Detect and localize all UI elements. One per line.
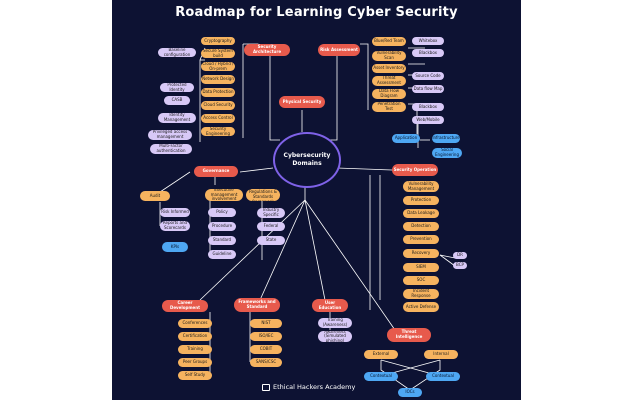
web-mobile-node: Web/Mobile [412, 116, 444, 124]
training-awareness-node: Training (Awareness) [318, 318, 352, 328]
footer-text: Ethical Hackers Academy [273, 383, 356, 391]
sa-item-secure-system-build: Secure System build [201, 49, 235, 58]
kpis-node: KPIs [162, 242, 188, 252]
nist-node: NIST [250, 319, 282, 328]
dr-node: DR [453, 252, 467, 259]
sa-item-cryptography: Cryptography [201, 37, 235, 45]
career-development-node: Career Development [162, 300, 208, 312]
frameworks-standard-node: Frameworks and Standard [234, 298, 280, 312]
footer-brand: Ethical Hackers Academy [262, 383, 355, 391]
federal-node: Federal [257, 222, 285, 231]
sans-csc-node: SANS/CSC [250, 358, 282, 367]
baseline-configuration-node: Baseline configuration [158, 48, 196, 57]
whitebox-node: Whitebox [412, 37, 444, 45]
contextual-right-node: Contextual [426, 372, 460, 381]
conferences-node: Conferences [178, 319, 212, 328]
blackbox-node: Blackbox [412, 49, 444, 57]
awareness-simulated-node: Awareness (Simulated phishing) [318, 331, 352, 342]
training-node: Training [178, 345, 212, 354]
application-node: Application [392, 134, 420, 143]
ra-item-vulnerability-scan: Vulnerability Scan [372, 51, 406, 61]
soc-node: SOC [403, 276, 439, 285]
sa-item-data-protection: Data Protection [201, 88, 235, 97]
iocs-node: IOCs [398, 388, 422, 397]
siem-node: SIEM [403, 263, 439, 272]
bcp-node: BCP [453, 262, 467, 269]
cobit-node: COBIT [250, 345, 282, 354]
external-node: External [364, 350, 398, 359]
sa-item-network-design: Network Design [201, 75, 235, 84]
social-engineering-node: Social Engineering [432, 148, 462, 158]
mfa-node: Multi-Factor authentication [150, 144, 192, 154]
internal-node: Internal [424, 350, 458, 359]
active-defense-node: Active Defense [403, 302, 439, 312]
source-code-node: Source Code [412, 72, 444, 80]
sa-item-cloud-hybrid: Cloud / Hybrid / On-prem [201, 62, 235, 71]
infrastructure-node: Infrastructure [432, 134, 460, 143]
vulnerability-management-node: Vulnerability Management [403, 181, 439, 192]
sa-item-cloud-security: Cloud Security [201, 101, 235, 110]
risk-informed-node: Risk Informed [160, 208, 190, 217]
risk-assessment-node: Risk Assessment [318, 44, 360, 56]
security-operation-node: Security Operation [392, 164, 438, 176]
standard-node: Standard [208, 236, 236, 245]
detection-node: Detection [403, 222, 439, 231]
policy-node: Policy [208, 208, 236, 217]
data-leakage-node: Data Leakage [403, 209, 439, 218]
privileged-access-node: Privileged access management [148, 130, 192, 140]
self-study-node: Self Study [178, 371, 212, 380]
protected-identity-node: Protected Identity [160, 83, 194, 92]
incident-response-node: Incident Response [403, 289, 439, 299]
audit-node: Audit [140, 191, 170, 201]
ra-item-asset-inventory: Asset Inventory [372, 64, 406, 73]
guideline-node: Guideline [208, 250, 236, 259]
ra-item-threat-assessment: Threat Assessment [372, 76, 406, 86]
sa-item-security-engineering: Security Engineering [201, 127, 235, 136]
protection-node: Protection [403, 196, 439, 205]
academy-logo-icon [262, 383, 270, 391]
data-flow-map-node: Data flow Map [412, 85, 444, 93]
identity-management-node: Identity Management [158, 113, 196, 123]
physical-security-node: Physical Security [279, 96, 325, 108]
ra-blackbox-node: Blackbox [412, 103, 444, 111]
ra-item-penetration-test: Penetration Test [372, 102, 406, 112]
contextual-left-node: Contextual [364, 372, 398, 381]
state-node: State [257, 236, 285, 245]
laws-regulations-node: Laws and Regulations & Standards framewo… [246, 189, 280, 201]
peer-groups-node: Peer Groups [178, 358, 212, 367]
reports-scorecards-node: Reports and Scorecards [160, 221, 190, 231]
prevention-node: Prevention [403, 235, 439, 244]
security-architecture-node: Security Architecture [244, 44, 290, 56]
industry-specific-node: Industry Specific [257, 208, 285, 218]
ra-item-data-flow-diagram: Data Flow Diagram [372, 89, 406, 99]
sa-item-access-control: Access Control [201, 114, 235, 123]
user-education-node: User Education [312, 299, 348, 312]
governance-node: Governance [194, 166, 238, 177]
ra-item-blue-red-team: Blue/Red Team [372, 37, 406, 46]
iso-iec-node: ISO/IEC [250, 332, 282, 341]
procedure-node: Procedure [208, 222, 236, 231]
certification-node: Certification [178, 332, 212, 341]
threat-intelligence-node: Threat Intelligence [387, 328, 431, 342]
recovery-node: Recovery [403, 249, 439, 258]
page-title: Roadmap for Learning Cyber Security [175, 5, 458, 20]
executive-management-node: Executive management involvement [205, 189, 243, 201]
casb-node: CASB [164, 96, 190, 105]
cybersecurity-domains-node: Cybersecurity Domains [273, 132, 341, 188]
